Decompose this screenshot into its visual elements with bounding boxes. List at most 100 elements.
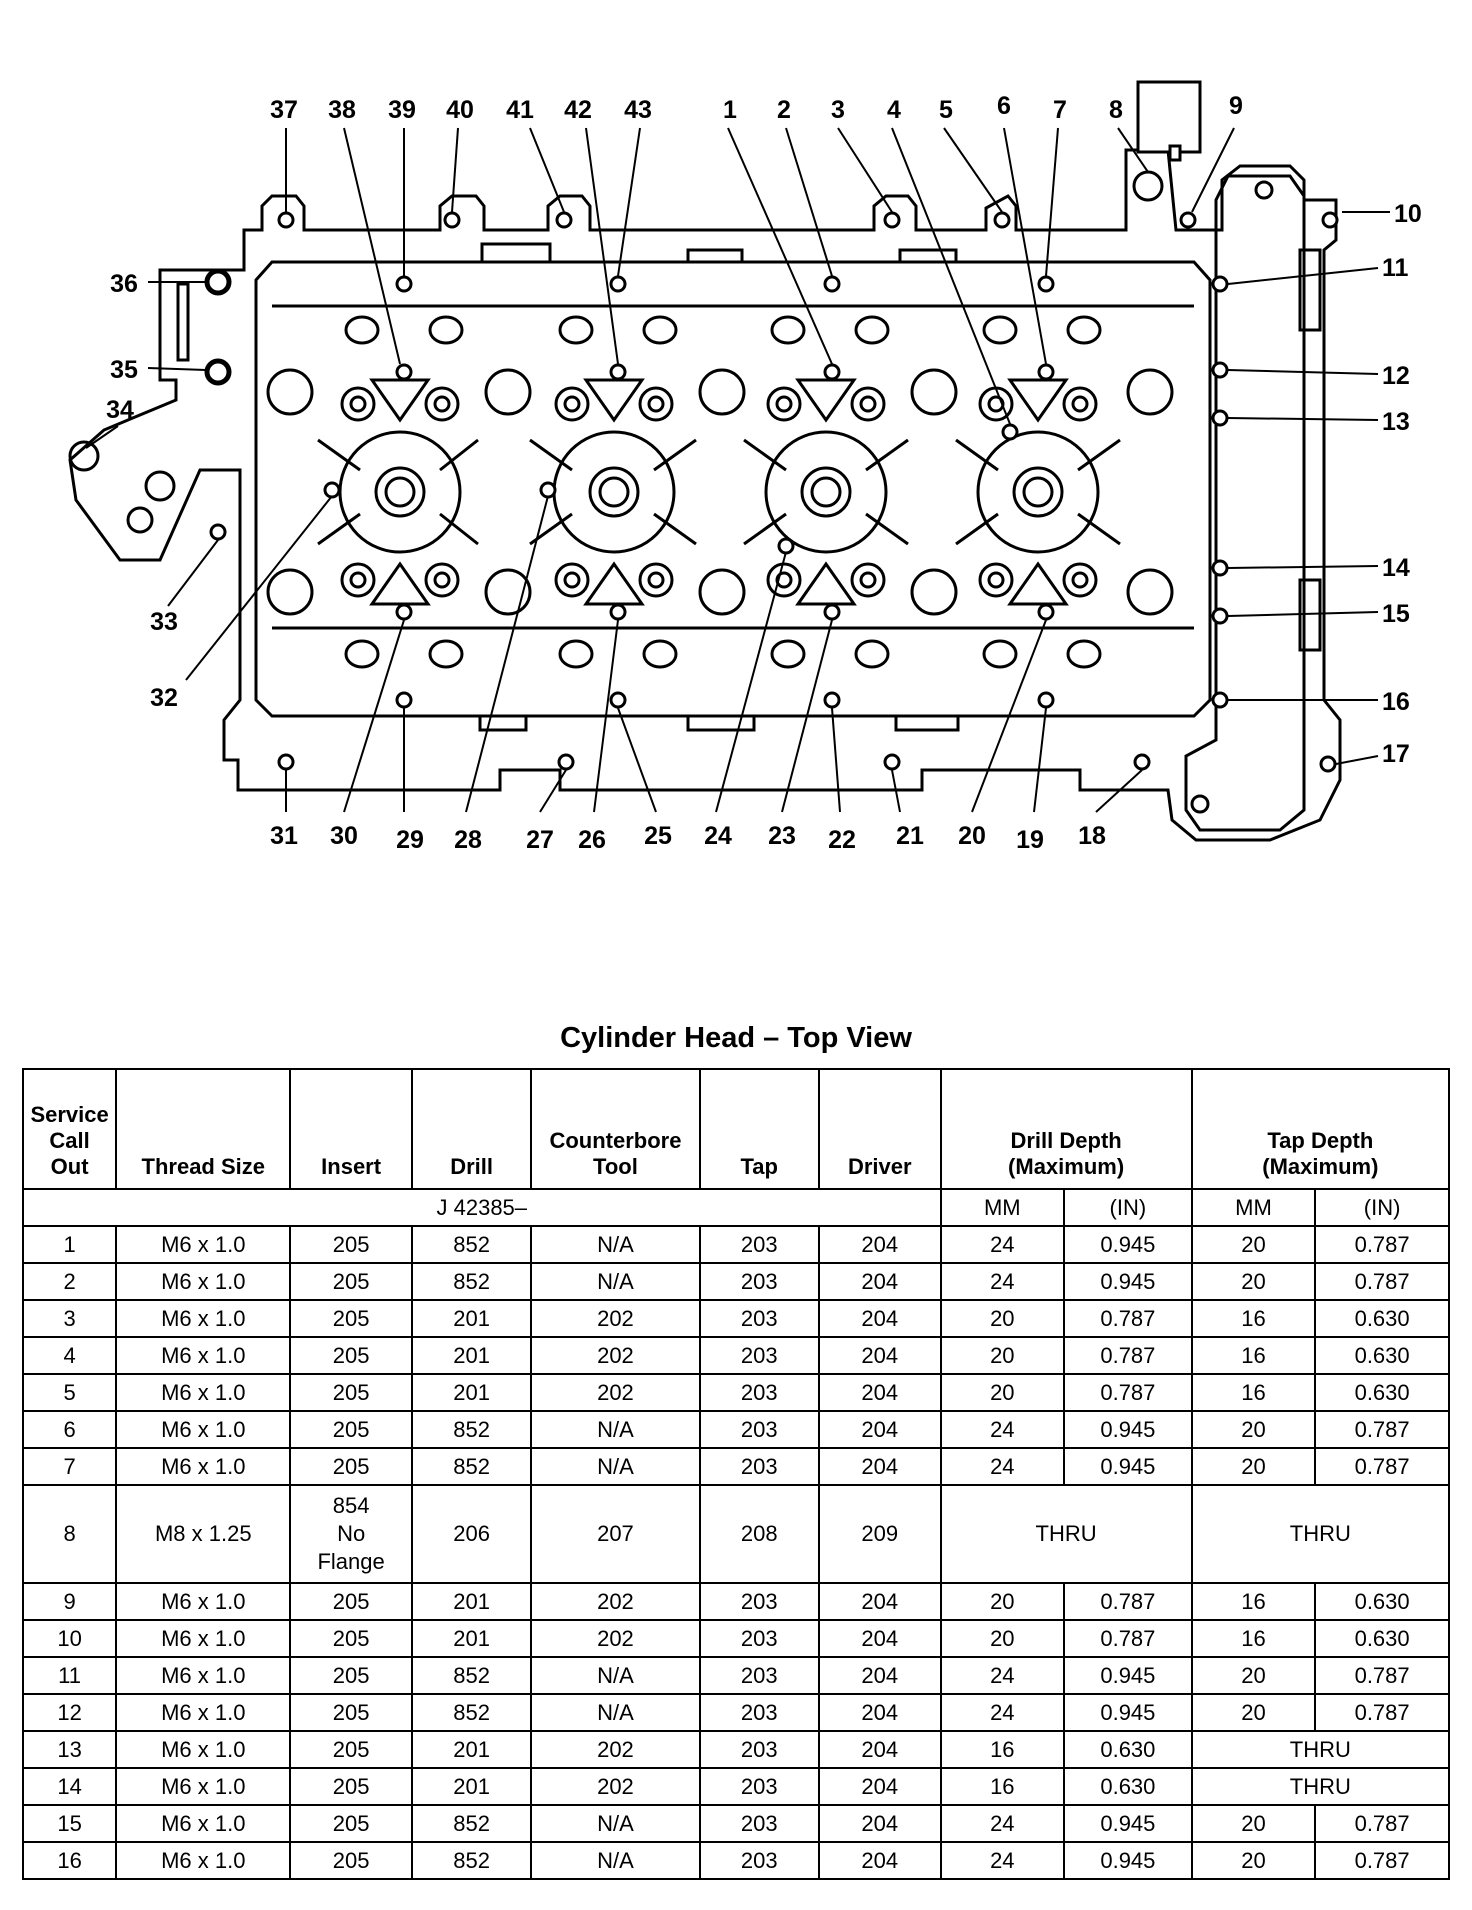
header-callout: Service Call Out xyxy=(21,1068,118,1190)
cell-callout: 16 xyxy=(21,1841,118,1880)
header-tap: Tap xyxy=(698,1068,820,1190)
callout-4: 4 xyxy=(887,96,901,124)
callout-37: 37 xyxy=(270,96,298,124)
subheader-tap-in: (IN) xyxy=(1314,1188,1450,1227)
cell-drill: 201 xyxy=(410,1582,533,1621)
cell-drill-mm: 20 xyxy=(939,1619,1066,1658)
cell-drill-in: 0.787 xyxy=(1063,1336,1193,1375)
header-drill: Drill xyxy=(410,1068,533,1190)
cell-drill-in: 0.945 xyxy=(1063,1410,1193,1449)
cell-thread: M6 x 1.0 xyxy=(115,1656,292,1695)
cell-drill: 852 xyxy=(410,1262,533,1301)
cell-drill: 852 xyxy=(410,1804,533,1843)
cell-tap-in: 0.787 xyxy=(1314,1447,1450,1486)
cell-counterbore: 202 xyxy=(530,1582,701,1621)
cell-tap-mm: 20 xyxy=(1190,1656,1317,1695)
cell-drill: 201 xyxy=(410,1336,533,1375)
header-counterbore: Counterbore Tool xyxy=(530,1068,701,1190)
subheader-row: J 42385– MM (IN) MM (IN) xyxy=(22,1188,1450,1227)
cell-tap-thru: THRU xyxy=(1190,1730,1451,1769)
cell-tap: 203 xyxy=(698,1262,820,1301)
cell-tap-mm: 16 xyxy=(1190,1373,1317,1412)
cell-counterbore: N/A xyxy=(530,1447,701,1486)
cell-drill-in: 0.945 xyxy=(1063,1447,1193,1486)
callout-24: 24 xyxy=(704,822,732,850)
cell-tap-mm: 20 xyxy=(1190,1693,1317,1732)
cell-tap-mm: 20 xyxy=(1190,1225,1317,1264)
cell-counterbore: N/A xyxy=(530,1804,701,1843)
cell-thread: M6 x 1.0 xyxy=(115,1767,292,1806)
header-drill-depth: Drill Depth (Maximum) xyxy=(939,1068,1193,1190)
callout-19: 19 xyxy=(1016,826,1044,854)
callout-16: 16 xyxy=(1382,688,1410,716)
cell-drill-mm: 16 xyxy=(939,1767,1066,1806)
cell-drill-mm: 24 xyxy=(939,1841,1066,1880)
cell-insert: 205 xyxy=(289,1262,413,1301)
cell-tap-mm: 16 xyxy=(1190,1336,1317,1375)
callout-2: 2 xyxy=(777,96,791,124)
callout-30: 30 xyxy=(330,822,358,850)
callout-14: 14 xyxy=(1382,554,1410,582)
callout-1: 1 xyxy=(723,96,737,124)
cell-tap-thru: THRU xyxy=(1190,1484,1451,1584)
cell-driver: 204 xyxy=(818,1262,942,1301)
cell-drill: 852 xyxy=(410,1225,533,1264)
cell-tap-mm: 20 xyxy=(1190,1804,1317,1843)
cell-driver: 204 xyxy=(818,1767,942,1806)
callout-42: 42 xyxy=(564,96,592,124)
cell-thread: M6 x 1.0 xyxy=(115,1299,292,1338)
cell-counterbore: N/A xyxy=(530,1656,701,1695)
cell-tap-in: 0.787 xyxy=(1314,1656,1450,1695)
cell-counterbore: N/A xyxy=(530,1262,701,1301)
cell-drill-in: 0.945 xyxy=(1063,1262,1193,1301)
cell-counterbore: 202 xyxy=(530,1767,701,1806)
callout-34: 34 xyxy=(106,396,134,424)
cell-counterbore: N/A xyxy=(530,1841,701,1880)
cell-drill: 852 xyxy=(410,1410,533,1449)
cell-thread: M6 x 1.0 xyxy=(115,1693,292,1732)
cell-thread: M6 x 1.0 xyxy=(115,1410,292,1449)
cell-tap-mm: 20 xyxy=(1190,1841,1317,1880)
cell-insert: 205 xyxy=(289,1693,413,1732)
cell-counterbore: 202 xyxy=(530,1619,701,1658)
cell-callout: 15 xyxy=(21,1804,118,1843)
cell-drill-in: 0.630 xyxy=(1063,1767,1193,1806)
cell-thread: M6 x 1.0 xyxy=(115,1262,292,1301)
callout-7: 7 xyxy=(1053,96,1067,124)
cell-drill-in: 0.787 xyxy=(1063,1619,1193,1658)
cell-thread: M6 x 1.0 xyxy=(115,1336,292,1375)
cell-thread: M6 x 1.0 xyxy=(115,1841,292,1880)
cell-callout: 13 xyxy=(21,1730,118,1769)
cell-thread: M8 x 1.25 xyxy=(115,1484,292,1584)
cell-drill-mm: 24 xyxy=(939,1447,1066,1486)
callout-33: 33 xyxy=(150,608,178,636)
cell-insert: 205 xyxy=(289,1336,413,1375)
cell-tap-mm: 16 xyxy=(1190,1299,1317,1338)
cell-tap-in: 0.787 xyxy=(1314,1693,1450,1732)
cell-tap-in: 0.787 xyxy=(1314,1410,1450,1449)
callout-15: 15 xyxy=(1382,600,1410,628)
cell-drill-mm: 24 xyxy=(939,1410,1066,1449)
table-title: Cylinder Head – Top View xyxy=(560,1022,912,1054)
cell-tap-mm: 16 xyxy=(1190,1619,1317,1658)
cell-thread: M6 x 1.0 xyxy=(115,1447,292,1486)
callout-12: 12 xyxy=(1382,362,1410,390)
cell-drill: 201 xyxy=(410,1767,533,1806)
cell-counterbore: N/A xyxy=(530,1225,701,1264)
cell-drill-thru: THRU xyxy=(939,1484,1193,1584)
cell-tap: 203 xyxy=(698,1804,820,1843)
callout-5: 5 xyxy=(939,96,953,124)
callout-20: 20 xyxy=(958,822,986,850)
cell-drill-mm: 16 xyxy=(939,1730,1066,1769)
cell-callout: 9 xyxy=(21,1582,118,1621)
